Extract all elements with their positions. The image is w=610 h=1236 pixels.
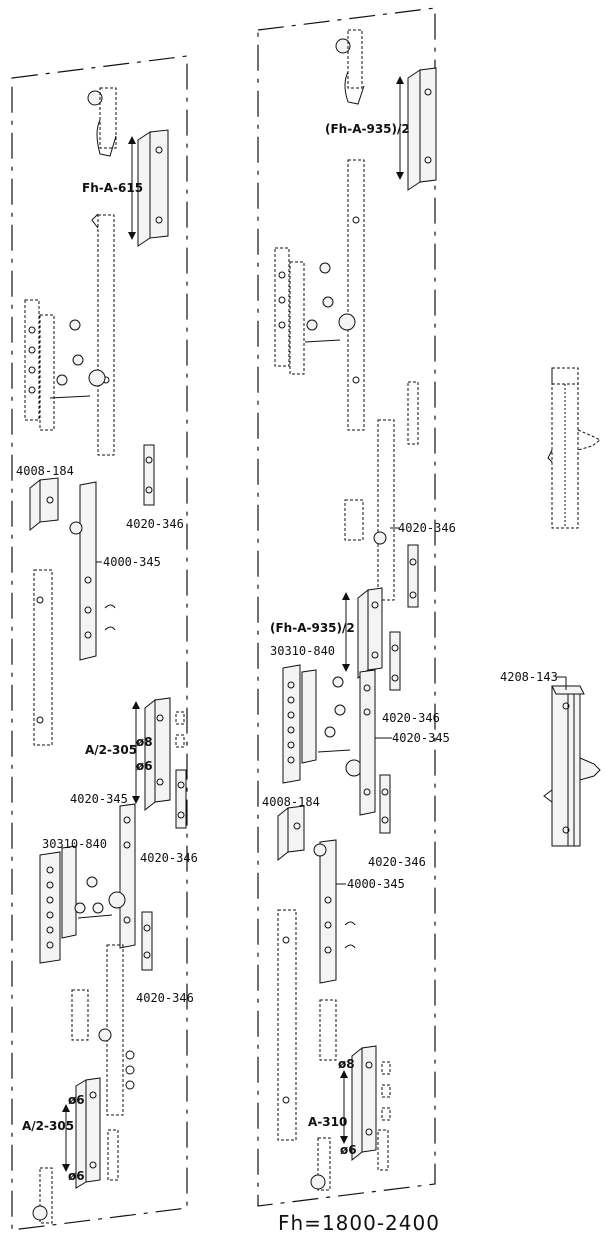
right-top-assembly — [547, 367, 601, 529]
left-phi6-c: ø6 — [68, 1169, 85, 1183]
mid-label-4020-345: 4020-345 — [392, 731, 450, 745]
mid-upper-cluster — [274, 247, 356, 375]
left-label-4000-345: 4000-345 — [103, 555, 161, 569]
left-part-4008-184 — [29, 477, 59, 532]
mid-strip-4020-346-b — [389, 631, 401, 691]
mid-dimension-top: (Fh-A-935)/2 — [325, 122, 410, 136]
left-panel: Fh-A-615 4020-346 — [11, 55, 198, 1231]
left-label-30310-840: 30310-840 — [42, 837, 107, 851]
left-strip-4020-346-b — [175, 769, 187, 829]
left-top-bracket — [137, 129, 169, 247]
mid-phi6: ø6 — [340, 1143, 357, 1157]
left-panel-outline — [11, 55, 188, 1231]
mid-label-4020-346-c: 4020-346 — [368, 855, 426, 869]
mid-small-parts — [344, 381, 419, 601]
left-top-pin — [87, 87, 117, 157]
mid-label-4020-346-a: 4020-346 — [398, 521, 456, 535]
mid-strip-4020-346-c — [379, 774, 391, 834]
left-bottom-small — [32, 1129, 119, 1224]
mid-lower-rail — [277, 909, 337, 1141]
mid-label-4008-184: 4008-184 — [262, 795, 320, 809]
left-label-4020-346-c: 4020-346 — [136, 991, 194, 1005]
left-part-4000-345 — [69, 481, 116, 661]
mid-label-4000-345: 4000-345 — [347, 877, 405, 891]
footer-height-range: Fh=1800-2400 — [278, 1211, 440, 1235]
mid-strip-4020-346-a — [407, 544, 419, 608]
mid-part-4008-184 — [277, 805, 305, 862]
mid-label-30310-840: 30310-840 — [270, 644, 335, 658]
middle-panel: (Fh-A-935)/2 4020-346 — [257, 7, 456, 1207]
right-label-4208-143: 4208-143 — [500, 670, 558, 684]
left-bottom-bracket — [75, 1077, 101, 1189]
mid-phi8: ø8 — [338, 1057, 355, 1071]
left-mid-bracket — [144, 697, 185, 812]
right-panel: 4208-143 — [500, 367, 601, 847]
mid-top-bracket — [407, 67, 437, 191]
left-phi6-a: ø6 — [136, 759, 153, 773]
left-label-4020-346-a: 4020-346 — [126, 517, 184, 531]
left-strip-4020-346-c — [141, 911, 153, 971]
left-phi6-b: ø6 — [68, 1093, 85, 1107]
mid-top-pin — [335, 29, 365, 105]
left-part-4020-345 — [119, 803, 136, 949]
mid-bottom-bracket — [351, 1045, 391, 1171]
mid-dimension-mid: (Fh-A-935)/2 — [270, 621, 355, 635]
left-part-30310-840 — [39, 845, 126, 964]
mid-part-30310-840 — [282, 664, 363, 784]
left-dimension-bot: A/2-305 — [22, 1119, 74, 1133]
mid-long-rail — [347, 159, 365, 431]
left-strip-4020-346-a — [143, 444, 155, 506]
left-label-4020-346-b: 4020-346 — [140, 851, 198, 865]
left-long-rail — [91, 213, 115, 456]
mid-dimension-bot: A-310 — [308, 1115, 347, 1129]
left-dimension-top: Fh-A-615 — [82, 181, 143, 195]
mid-bottom-pin — [310, 1137, 331, 1191]
mid-part-4020-345 — [359, 669, 376, 816]
mid-mid-bracket — [357, 587, 383, 680]
mid-label-4020-346-b: 4020-346 — [382, 711, 440, 725]
left-lower-rail — [71, 944, 135, 1116]
left-mid-rail — [33, 569, 53, 746]
left-dimension-mid: A/2-305 — [85, 743, 137, 757]
left-label-4008-184: 4008-184 — [16, 464, 74, 478]
right-part-4208-143 — [543, 685, 601, 847]
left-upper-cluster — [24, 299, 106, 431]
middle-panel-outline — [257, 7, 436, 1207]
left-label-4020-345: 4020-345 — [70, 792, 128, 806]
left-phi8: ø8 — [136, 735, 153, 749]
mid-part-4000-345 — [313, 839, 356, 984]
